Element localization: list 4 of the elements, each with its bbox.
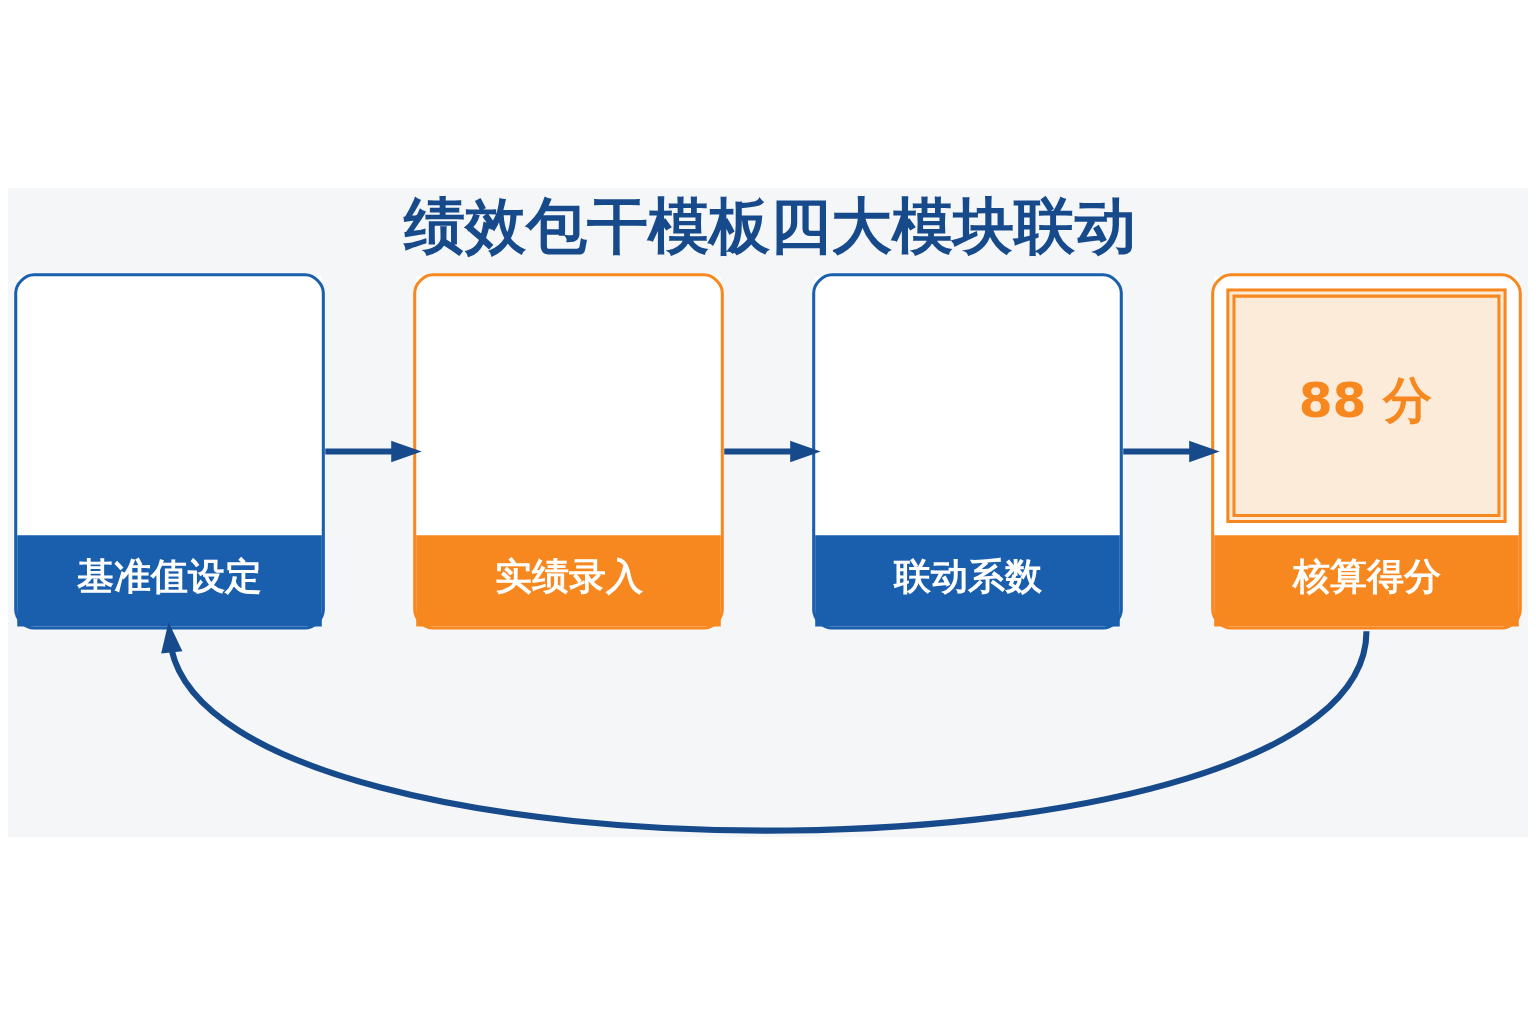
diagram-title: 绩效包干模板四大模块联动 [404,189,1137,261]
arrow [1123,440,1220,462]
arrow [325,440,422,462]
arrow [724,440,821,462]
